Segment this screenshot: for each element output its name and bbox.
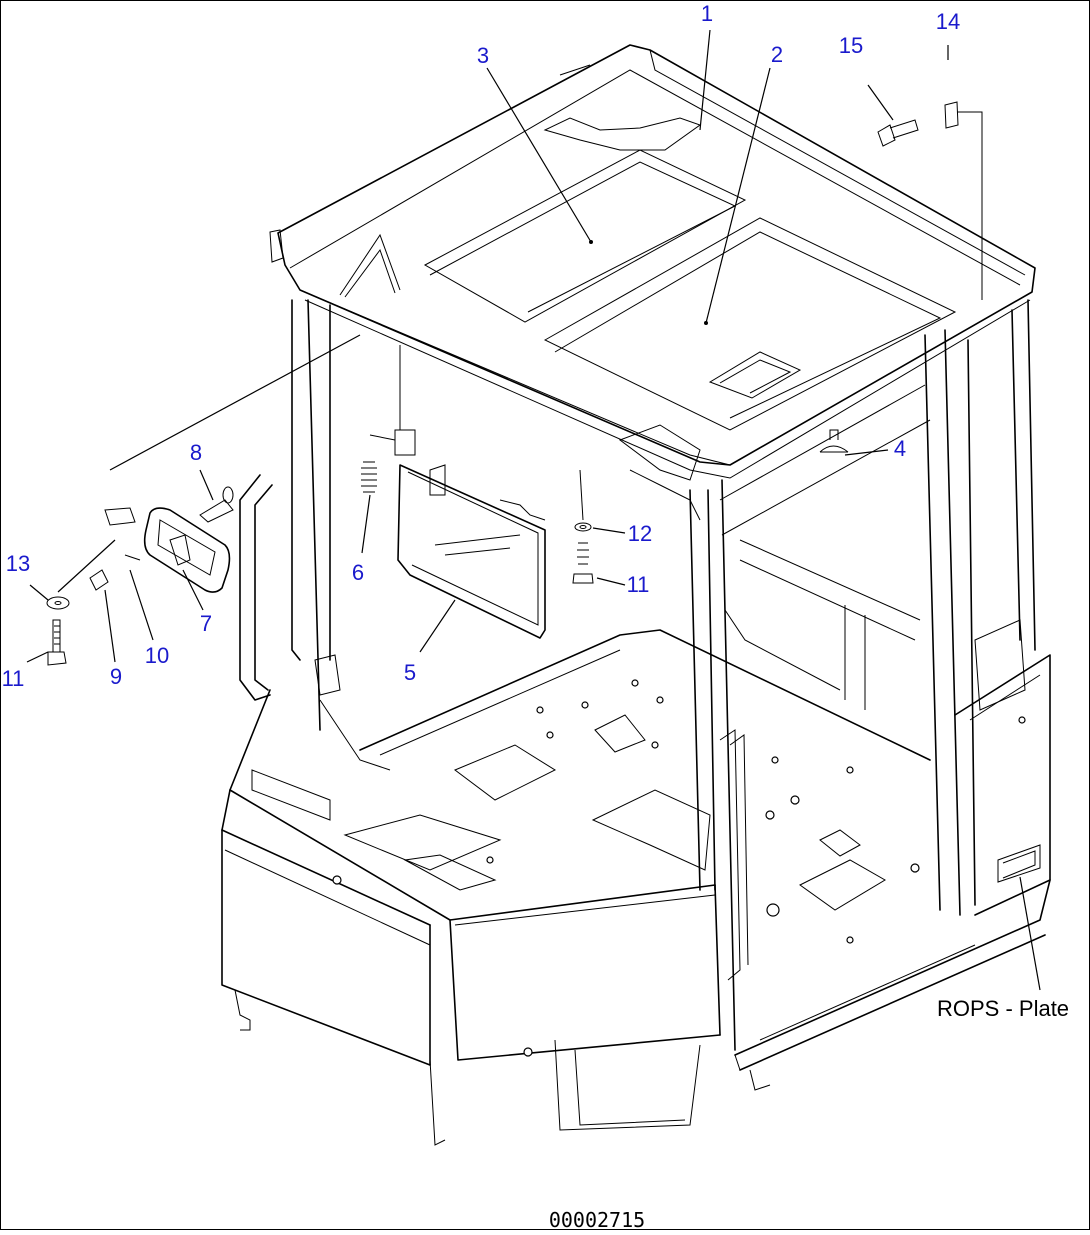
cab-floor	[359, 629, 931, 944]
callout-6: 6	[352, 560, 364, 585]
callout-labels: 1 2 3 4 5 6 7 8 9 10 11 11 12 13 14 15	[2, 1, 961, 691]
clip-14	[944, 101, 983, 300]
callout-8: 8	[190, 440, 202, 465]
roof-hinge-bracket	[543, 117, 702, 521]
leader-lines	[26, 29, 1041, 991]
cab-base-frame	[234, 879, 1051, 1146]
cab-front-console	[221, 689, 721, 1066]
callout-14: 14	[936, 9, 960, 34]
callout-12: 12	[628, 521, 652, 546]
cab-side-panel-right	[954, 619, 1051, 916]
door-latch	[314, 654, 391, 771]
grab-handle-left	[239, 474, 273, 701]
washer-bolt-12-11	[572, 469, 594, 584]
bolt-15	[877, 119, 919, 147]
roof-panel-3	[423, 149, 747, 323]
callout-10: 10	[145, 643, 169, 668]
callout-4: 4	[894, 436, 906, 461]
callout-1: 1	[701, 1, 713, 26]
roof-panel-2	[543, 217, 957, 431]
cushion-4	[819, 429, 849, 453]
mirror-assembly	[46, 486, 234, 666]
callout-13: 13	[6, 551, 30, 576]
callout-9: 9	[110, 664, 122, 689]
spring-6	[361, 434, 396, 493]
callout-11-left: 11	[2, 666, 25, 691]
callout-15: 15	[839, 33, 863, 58]
cab-pillars	[291, 299, 1036, 1051]
drawing-number: 00002715	[549, 1208, 645, 1230]
callout-3: 3	[477, 43, 489, 68]
callout-2: 2	[771, 42, 783, 67]
cab-roof	[269, 44, 1036, 479]
side-window-5	[394, 345, 546, 639]
callout-7: 7	[200, 611, 212, 636]
callout-11-right: 11	[627, 572, 650, 597]
callout-5: 5	[404, 660, 416, 685]
rear-window-frame	[719, 384, 931, 710]
grab-handle-right	[719, 729, 749, 981]
rops-plate-label: ROPS - Plate	[937, 996, 1069, 1021]
